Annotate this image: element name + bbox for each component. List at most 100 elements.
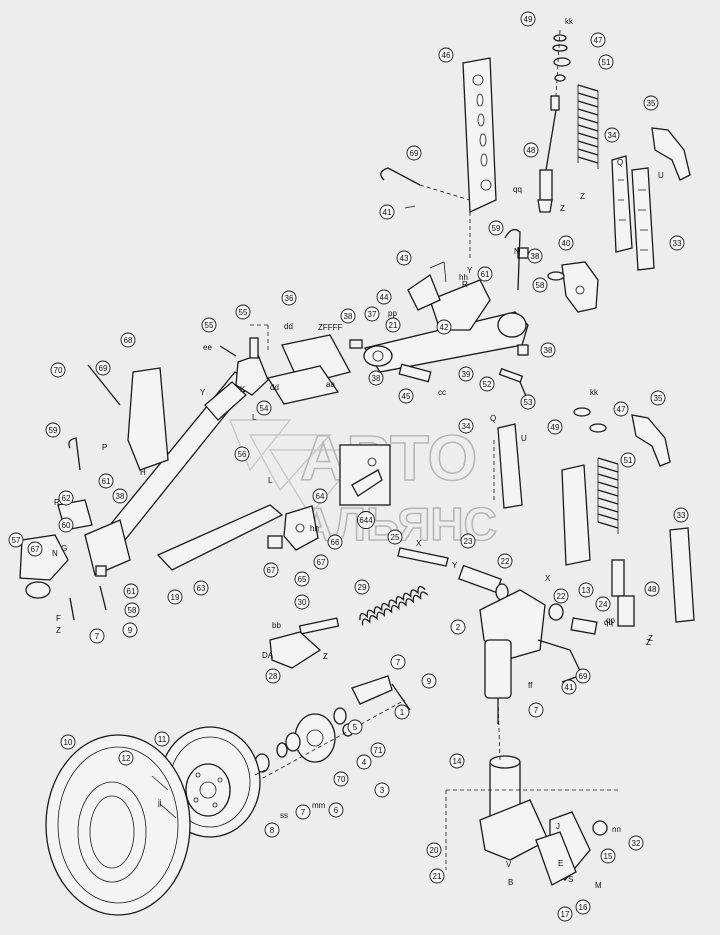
callout-1: 1 bbox=[394, 704, 410, 720]
reference-letter: Z bbox=[648, 634, 653, 643]
callout-circle bbox=[45, 422, 61, 438]
reference-letter: G bbox=[61, 544, 67, 553]
callout-number: 47 bbox=[617, 405, 626, 414]
callout-circle bbox=[532, 277, 548, 293]
reference-letter: J bbox=[556, 822, 560, 831]
callout-circle bbox=[458, 418, 474, 434]
callout-number: 1 bbox=[400, 708, 405, 717]
callout-number: 10 bbox=[64, 738, 73, 747]
callout-circle bbox=[520, 11, 536, 27]
callout-number: 69 bbox=[99, 364, 108, 373]
callout-circle bbox=[294, 594, 310, 610]
callout-number: 9 bbox=[128, 626, 133, 635]
callout-number: 41 bbox=[383, 208, 392, 217]
callout-62: 62 bbox=[58, 490, 74, 506]
wheel-assembly bbox=[45, 726, 261, 916]
callout-69: 69 bbox=[95, 360, 111, 376]
callout-circle bbox=[313, 554, 329, 570]
callout-circle bbox=[120, 332, 136, 348]
callout-circle bbox=[396, 250, 412, 266]
callout-37: 37 bbox=[364, 306, 380, 322]
reference-letter: H bbox=[140, 468, 146, 477]
callout-63: 63 bbox=[193, 580, 209, 596]
callout-circle bbox=[613, 401, 629, 417]
callout-33: 33 bbox=[669, 235, 685, 251]
callout-43: 43 bbox=[396, 250, 412, 266]
callout-number: 6 bbox=[334, 806, 339, 815]
callout-number: 69 bbox=[410, 149, 419, 158]
callout-number: 36 bbox=[285, 294, 294, 303]
reference-letter: L bbox=[268, 476, 273, 485]
callout-circle bbox=[528, 702, 544, 718]
reference-letter: Z bbox=[580, 192, 585, 201]
reference-letter: mm bbox=[312, 801, 326, 810]
callout-38: 38 bbox=[112, 488, 128, 504]
callout-number: 60 bbox=[62, 521, 71, 530]
callout-67: 67 bbox=[313, 554, 329, 570]
callout-65: 65 bbox=[294, 571, 310, 587]
callout-number: 61 bbox=[127, 587, 136, 596]
reference-letter: N bbox=[514, 247, 520, 256]
reference-letter: X bbox=[416, 539, 422, 548]
callout-number: 58 bbox=[128, 606, 137, 615]
reference-letter: pp bbox=[388, 309, 397, 318]
callout-circle bbox=[374, 782, 390, 798]
callout-47: 47 bbox=[590, 32, 606, 48]
callout-25: 25 bbox=[387, 529, 403, 545]
callout-59: 59 bbox=[488, 220, 504, 236]
callout-number: 61 bbox=[102, 477, 111, 486]
reference-letter: V bbox=[506, 860, 512, 869]
callout-35: 35 bbox=[643, 95, 659, 111]
callout-29: 29 bbox=[354, 579, 370, 595]
callout-66: 66 bbox=[327, 534, 343, 550]
callout-69: 69 bbox=[406, 145, 422, 161]
callout-circle bbox=[620, 452, 636, 468]
callout-49: 49 bbox=[547, 419, 563, 435]
callout-number: 69 bbox=[579, 672, 588, 681]
callout-number: 53 bbox=[524, 398, 533, 407]
callout-circle bbox=[450, 619, 466, 635]
callout-circle bbox=[58, 517, 74, 533]
callout-number: 28 bbox=[269, 672, 278, 681]
callout-circle bbox=[600, 848, 616, 864]
callout-circle bbox=[598, 54, 614, 70]
callout-22: 22 bbox=[553, 588, 569, 604]
callout-53: 53 bbox=[520, 394, 536, 410]
callout-number: 7 bbox=[301, 808, 306, 817]
callout-circle bbox=[118, 750, 134, 766]
callout-circle bbox=[327, 534, 343, 550]
callout-55: 55 bbox=[235, 304, 251, 320]
callout-number: 58 bbox=[536, 281, 545, 290]
reference-letter: M bbox=[595, 881, 602, 890]
reference-letter-layer: ZkkQUqqZNhhYRppZFFFFddeeccaaKLddYPHRNGFZ… bbox=[52, 17, 664, 890]
callout-number: 7 bbox=[534, 706, 539, 715]
callout-circle bbox=[561, 679, 577, 695]
callout-number: 39 bbox=[462, 370, 471, 379]
callout-circle bbox=[357, 511, 375, 529]
callout-number: 62 bbox=[62, 494, 71, 503]
callout-644: 644 bbox=[357, 511, 375, 529]
reference-letter: B bbox=[508, 878, 513, 887]
callout-number: 17 bbox=[561, 910, 570, 919]
callout-number: 47 bbox=[594, 36, 603, 45]
callout-number: 38 bbox=[344, 312, 353, 321]
callout-17: 17 bbox=[557, 906, 573, 922]
callout-38: 38 bbox=[368, 370, 384, 386]
reference-letter: kk bbox=[565, 17, 574, 26]
callout-number: 5 bbox=[353, 723, 358, 732]
callout-circle bbox=[124, 602, 140, 618]
callout-circle bbox=[354, 579, 370, 595]
callout-24: 24 bbox=[595, 596, 611, 612]
callout-number: 8 bbox=[270, 826, 275, 835]
callout-51: 51 bbox=[620, 452, 636, 468]
callout-circle bbox=[89, 628, 105, 644]
callout-circle bbox=[122, 622, 138, 638]
callout-32: 32 bbox=[628, 835, 644, 851]
callout-circle bbox=[595, 596, 611, 612]
callout-58: 58 bbox=[124, 602, 140, 618]
callout-19: 19 bbox=[167, 589, 183, 605]
callout-51: 51 bbox=[598, 54, 614, 70]
callout-circle bbox=[604, 127, 620, 143]
callout-number: 38 bbox=[544, 346, 553, 355]
